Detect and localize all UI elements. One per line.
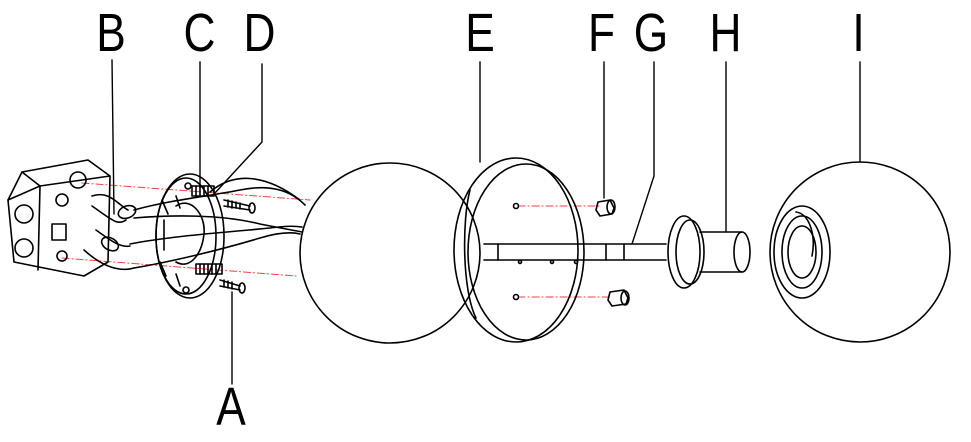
wires-and-connectors	[83, 177, 306, 271]
leader-b	[111, 59, 115, 215]
junction-box	[7, 159, 111, 277]
glass-globe	[769, 161, 951, 343]
canopy-cover	[299, 162, 481, 344]
leader-g	[631, 61, 655, 245]
label-d: D	[243, 3, 276, 63]
mounting-plate	[155, 173, 225, 299]
alignment-guides	[61, 182, 613, 298]
backplate	[453, 157, 585, 343]
leader-lines	[111, 59, 861, 385]
mounting-screws	[219, 199, 256, 294]
label-a: A	[216, 377, 246, 437]
label-i: I	[852, 3, 865, 63]
label-g: G	[633, 3, 669, 63]
label-e: E	[465, 3, 495, 63]
label-c: C	[183, 3, 216, 63]
arm-rod	[483, 243, 667, 261]
label-f: F	[587, 3, 616, 63]
label-b: B	[96, 3, 126, 63]
decorative-caps	[595, 199, 630, 307]
label-h: H	[709, 3, 742, 63]
socket-holder	[667, 215, 751, 289]
leader-d	[213, 63, 263, 195]
